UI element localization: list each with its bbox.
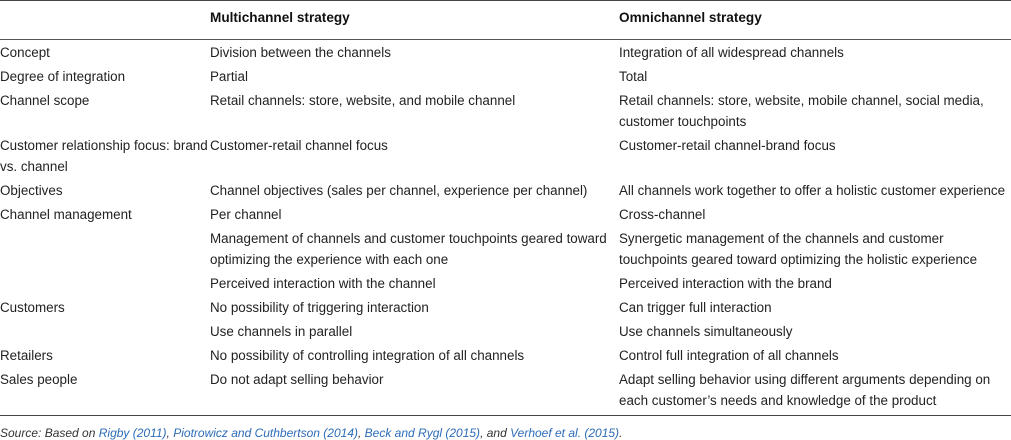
table-row: Use channels in parallel Use channels sim… [0,320,1011,344]
multichannel-cell: Per channel [210,207,282,222]
row-label: Sales people [0,372,78,387]
header-cell-empty [0,0,210,40]
omnichannel-cell: Synergetic management of the channels an… [619,231,978,267]
source-separator: , and [480,426,511,440]
multichannel-cell: Retail channels: store, website, and mob… [210,93,516,108]
multichannel-cell: No possibility of controlling integratio… [210,348,525,363]
multichannel-cell: Channel objectives (sales per channel, e… [210,183,588,198]
omnichannel-cell: Retail channels: store, website, mobile … [619,93,984,129]
table-row: Customers No possibility of triggering in… [0,296,1011,320]
table-row: Retailers No possibility of controlling i… [0,344,1011,368]
omnichannel-cell: Total [619,69,648,84]
table-body: Concept Division between the channels Inte… [0,40,1011,416]
row-label [0,320,210,344]
row-label: Channel management [0,207,132,222]
omnichannel-cell: Use channels simultaneously [619,324,793,339]
table-row: Objectives Channel objectives (sales per … [0,179,1011,203]
omnichannel-cell: Perceived interaction with the brand [619,276,832,291]
table-row: Perceived interaction with the channel Pe… [0,272,1011,296]
row-label: Concept [0,45,50,60]
source-suffix: . [619,426,623,440]
table-row: Sales people Do not adapt selling behavio… [0,368,1011,416]
omnichannel-cell: Integration of all widespread channels [619,45,844,60]
omnichannel-cell: Control full integration of all channels [619,348,839,363]
row-label: Channel scope [0,93,90,108]
row-label: Customers [0,300,65,315]
table-row: Channel scope Retail channels: store, web… [0,89,1011,134]
row-label: Degree of integration [0,69,126,84]
row-label [0,227,210,272]
omnichannel-cell: All channels work together to offer a ho… [619,183,1006,198]
reference-link-piotrowicz[interactable]: Piotrowicz and Cuthbertson (2014) [173,426,358,440]
multichannel-cell: Division between the channels [210,45,391,60]
source-separator: , [357,426,365,440]
multichannel-cell: Perceived interaction with the channel [210,276,436,291]
comparison-table: Multichannel strategy Omnichannel strate… [0,0,1011,416]
header-multichannel: Multichannel strategy [210,0,619,40]
multichannel-cell: Management of channels and customer touc… [210,231,607,267]
omnichannel-cell: Cross-channel [619,207,706,222]
table-row: Management of channels and customer touc… [0,227,1011,272]
table-row: Degree of integration Partial Total [0,65,1011,89]
multichannel-cell: Do not adapt selling behavior [210,372,384,387]
row-label: Objectives [0,183,63,198]
omnichannel-cell: Can trigger full interaction [619,300,772,315]
reference-link-beck[interactable]: Beck and Rygl (2015) [364,426,481,440]
row-label: Customer relationship focus: brand vs. c… [0,138,208,174]
multichannel-cell: No possibility of triggering interaction [210,300,429,315]
reference-link-verhoef[interactable]: Verhoef et al. (2015) [510,426,620,440]
omnichannel-cell: Customer-retail channel-brand focus [619,138,836,153]
multichannel-cell: Customer-retail channel focus [210,138,388,153]
table-row: Concept Division between the channels Inte… [0,40,1011,65]
reference-link-rigby[interactable]: Rigby (2011) [98,426,167,440]
multichannel-cell: Partial [210,69,248,84]
table-row: Customer relationship focus: brand vs. c… [0,134,1011,179]
omnichannel-cell: Adapt selling behavior using different a… [619,372,991,408]
source-prefix: Source: Based on [0,426,99,440]
row-label [0,272,210,296]
table-row: Channel management Per channel Cross-chann… [0,203,1011,227]
source-note: Source: Based on Rigby (2011), Piotrowic… [0,426,1011,440]
multichannel-cell: Use channels in parallel [210,324,353,339]
row-label: Retailers [0,348,53,363]
header-omnichannel: Omnichannel strategy [619,0,1011,40]
header-row: Multichannel strategy Omnichannel strate… [0,0,1011,40]
